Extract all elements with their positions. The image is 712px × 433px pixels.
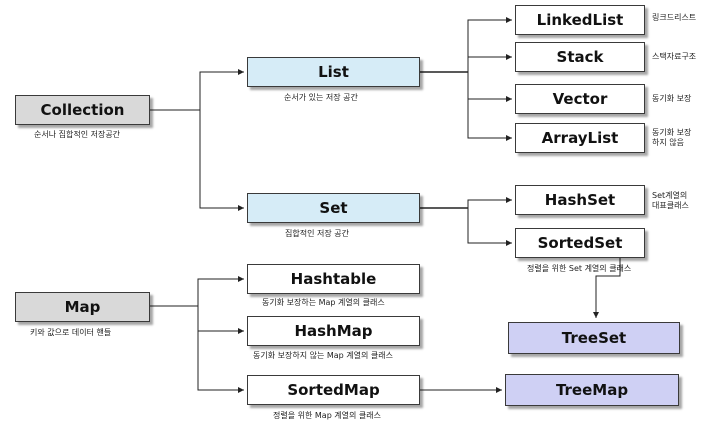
stack-box: Stack (515, 42, 645, 72)
vector-note: 동기화 보장 (652, 94, 692, 103)
hashset-box: HashSet (515, 185, 645, 215)
sortedmap-label: SortedMap (287, 381, 380, 399)
edge-map-hashmap (197, 306, 244, 334)
sortedset-box: SortedSet (515, 228, 645, 258)
treeset-label: TreeSet (561, 329, 627, 347)
edge-collection-set (199, 110, 244, 211)
arraylist-note-2: 하지 않음 (652, 138, 684, 147)
hashmap-box: HashMap (247, 316, 420, 346)
linkedlist-box: LinkedList (515, 5, 645, 35)
sortedset-label: SortedSet (537, 234, 623, 252)
hashset-note-2: 대표클래스 (652, 201, 689, 210)
hashtable-box: Hashtable (247, 264, 420, 294)
sortedset-caption: 정렬을 위한 Set 계열의 클래스 (527, 264, 632, 273)
list-caption: 순서가 있는 저장 공간 (284, 93, 358, 102)
linkedlist-label: LinkedList (536, 11, 624, 29)
stack-label: Stack (556, 48, 604, 66)
edge-map-hashtable (197, 276, 244, 306)
vector-label: Vector (552, 90, 608, 108)
hashmap-label: HashMap (294, 322, 373, 340)
vector-box: Vector (515, 84, 645, 114)
edge-collection-list (150, 69, 244, 111)
edge-set-sortedset (467, 208, 512, 246)
sortedmap-box: SortedMap (247, 375, 420, 405)
edge-map-sortedmap (197, 331, 244, 393)
edge-list-arraylist (467, 99, 512, 141)
edge-list-vector (467, 72, 512, 102)
collection-caption: 순서나 집합적인 저장공간 (34, 130, 121, 139)
treemap-label: TreeMap (555, 381, 629, 399)
map-box: Map (15, 292, 150, 322)
hashset-label: HashSet (544, 191, 616, 209)
list-box: List (247, 57, 420, 87)
treeset-box: TreeSet (508, 322, 680, 354)
map-caption: 키와 값으로 데이터 핸들 (30, 328, 112, 337)
collection-box: Collection (15, 95, 150, 125)
linkedlist-note: 링크드리스트 (652, 13, 697, 22)
hashtable-caption: 동기화 보장하는 Map 계열의 클래스 (262, 298, 385, 307)
edge-list-linkedlist (467, 17, 512, 72)
hashtable-label: Hashtable (290, 270, 377, 288)
stack-note: 스택자료구조 (652, 52, 697, 61)
edge-sortedset-treeset (593, 258, 621, 318)
sortedmap-caption: 정렬을 위한 Map 계열의 클래스 (273, 411, 382, 420)
edge-list-stack (467, 54, 512, 72)
arraylist-note-1: 동기화 보장 (652, 128, 692, 137)
hashset-note-1: Set계열의 (652, 191, 688, 200)
set-box: Set (247, 193, 420, 223)
collection-label: Collection (40, 101, 125, 119)
list-label: List (318, 63, 349, 81)
set-caption: 집합적인 저장 공간 (285, 229, 349, 238)
map-label: Map (64, 298, 101, 316)
arraylist-label: ArrayList (541, 129, 619, 147)
hashmap-caption: 동기화 보장하지 않는 Map 계열의 클래스 (253, 351, 393, 360)
treemap-box: TreeMap (505, 374, 679, 406)
edge-set-hashset (467, 197, 512, 208)
set-label: Set (319, 199, 348, 217)
arraylist-box: ArrayList (515, 123, 645, 153)
